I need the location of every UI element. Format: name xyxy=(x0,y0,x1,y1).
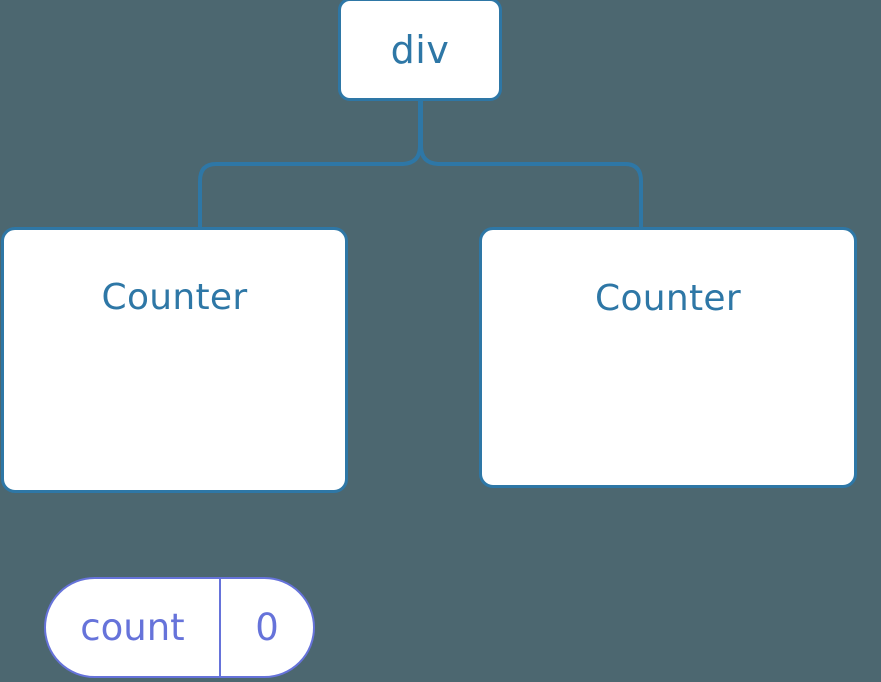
node-root-div[interactable]: div xyxy=(338,0,502,101)
component-card-counter-right[interactable]: Counter count 1 xyxy=(479,227,857,488)
component-title: Counter xyxy=(595,278,741,319)
diagram-canvas: div Counter count 0 Counter count 1 xyxy=(1,0,857,678)
node-root-label: div xyxy=(390,27,450,72)
state-value-label: 0 xyxy=(219,579,313,676)
component-card-counter-left[interactable]: Counter count 0 xyxy=(1,227,348,678)
component-title: Counter xyxy=(101,277,248,318)
state-key-label: count xyxy=(80,606,185,649)
state-pill-count[interactable]: count 0 xyxy=(44,577,315,678)
